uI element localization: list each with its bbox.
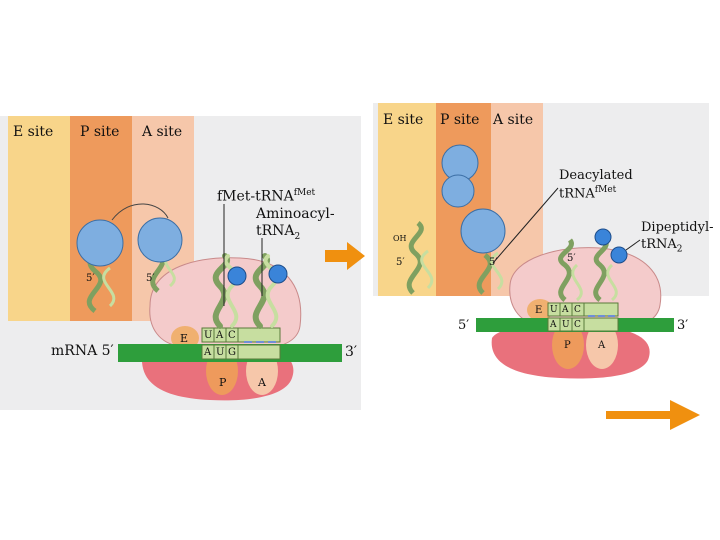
fmet-circle <box>76 219 124 267</box>
codon-2: U <box>216 347 225 358</box>
a-oval-label-right: A <box>598 340 606 351</box>
initiation-panel: E site P site A site fMet-tRNAfMet Amino… <box>0 116 361 410</box>
e-oval-label: E <box>180 332 189 345</box>
translocation-diagram-top <box>378 103 559 296</box>
translocation-panel: E site P site A site Deacylated tRNAfMet… <box>373 103 709 296</box>
amino-acid-sphere-2 <box>268 264 288 284</box>
codon-boxes-right <box>547 302 619 332</box>
trna-fmet-strand <box>212 253 239 329</box>
e-site-label: E site <box>13 124 54 140</box>
fmet-trna-label: fMet-tRNAfMet <box>217 188 316 205</box>
arrow-right-icon <box>325 242 365 270</box>
deacylated-trna-strand <box>406 221 434 295</box>
p-site-label-right: P site <box>440 112 480 128</box>
aa-circle-right <box>460 208 506 254</box>
deacylated-label-2: tRNAfMet <box>559 185 617 202</box>
five-prime-p-right: 5′ <box>567 253 576 264</box>
anticodon-3: C <box>228 330 236 341</box>
dipeptidyl-trna-strand-top <box>476 251 504 295</box>
p-oval-label-right: P <box>564 340 571 351</box>
a-site-label: A site <box>142 124 183 140</box>
mrna-5prime-right: 5′ <box>458 318 470 333</box>
trna-aminoacyl-strand <box>252 253 279 329</box>
anticodon-right-3: C <box>574 305 581 315</box>
aminoacyl-label-2: tRNA2 <box>256 223 301 242</box>
five-prime-e-right: 5′ <box>396 257 405 268</box>
codon-1: A <box>204 347 212 358</box>
codon-anticodon-boxes <box>201 327 281 360</box>
e-oval-label-right: E <box>535 305 543 316</box>
initiation-diagram <box>8 116 342 401</box>
e-site-band <box>8 116 70 321</box>
codon-right-2: U <box>562 320 570 330</box>
next-step-arrow-icon <box>606 400 700 430</box>
codon-right-3: C <box>574 320 581 330</box>
anticodon-2: A <box>216 330 224 341</box>
codon-3: G <box>228 347 236 358</box>
e-site-band-right <box>378 103 436 296</box>
fmet-circle-right-2 <box>441 174 475 208</box>
oh-label: OH <box>393 234 407 243</box>
dipeptidyl-label-2: tRNA2 <box>641 237 683 255</box>
aminoacyl-label-1: Aminoacyl- <box>256 206 335 222</box>
anticodon-1: U <box>204 330 213 341</box>
p-oval-label: P <box>219 376 227 389</box>
mrna-3prime: 3′ <box>345 344 358 360</box>
pointer-deacylated <box>492 187 559 264</box>
codon-right-1: A <box>550 320 557 330</box>
p-site-label: P site <box>80 124 120 140</box>
a-site-label-right: A site <box>493 112 534 128</box>
peptide-bond-arc <box>111 203 169 221</box>
amino-acid-sphere-1 <box>227 266 247 286</box>
mrna-3prime-right: 3′ <box>677 318 689 333</box>
five-prime-p: 5′ <box>86 273 95 284</box>
aa-circle <box>137 217 183 263</box>
mrna-label: mRNA 5′ <box>51 343 114 359</box>
e-site-label-right: E site <box>383 112 424 128</box>
deacylated-label-1: Deacylated <box>559 168 633 183</box>
anticodon-right-2: A <box>562 305 569 315</box>
five-prime-a: 5′ <box>146 273 155 284</box>
anticodon-right-1: U <box>550 305 558 315</box>
p-site-band <box>70 116 132 321</box>
a-site-band-right <box>491 103 543 296</box>
five-prime-a-right: 5′ <box>489 257 498 268</box>
dipeptidyl-label-1: Dipeptidyl- <box>641 220 714 235</box>
a-oval-label: A <box>258 376 266 389</box>
